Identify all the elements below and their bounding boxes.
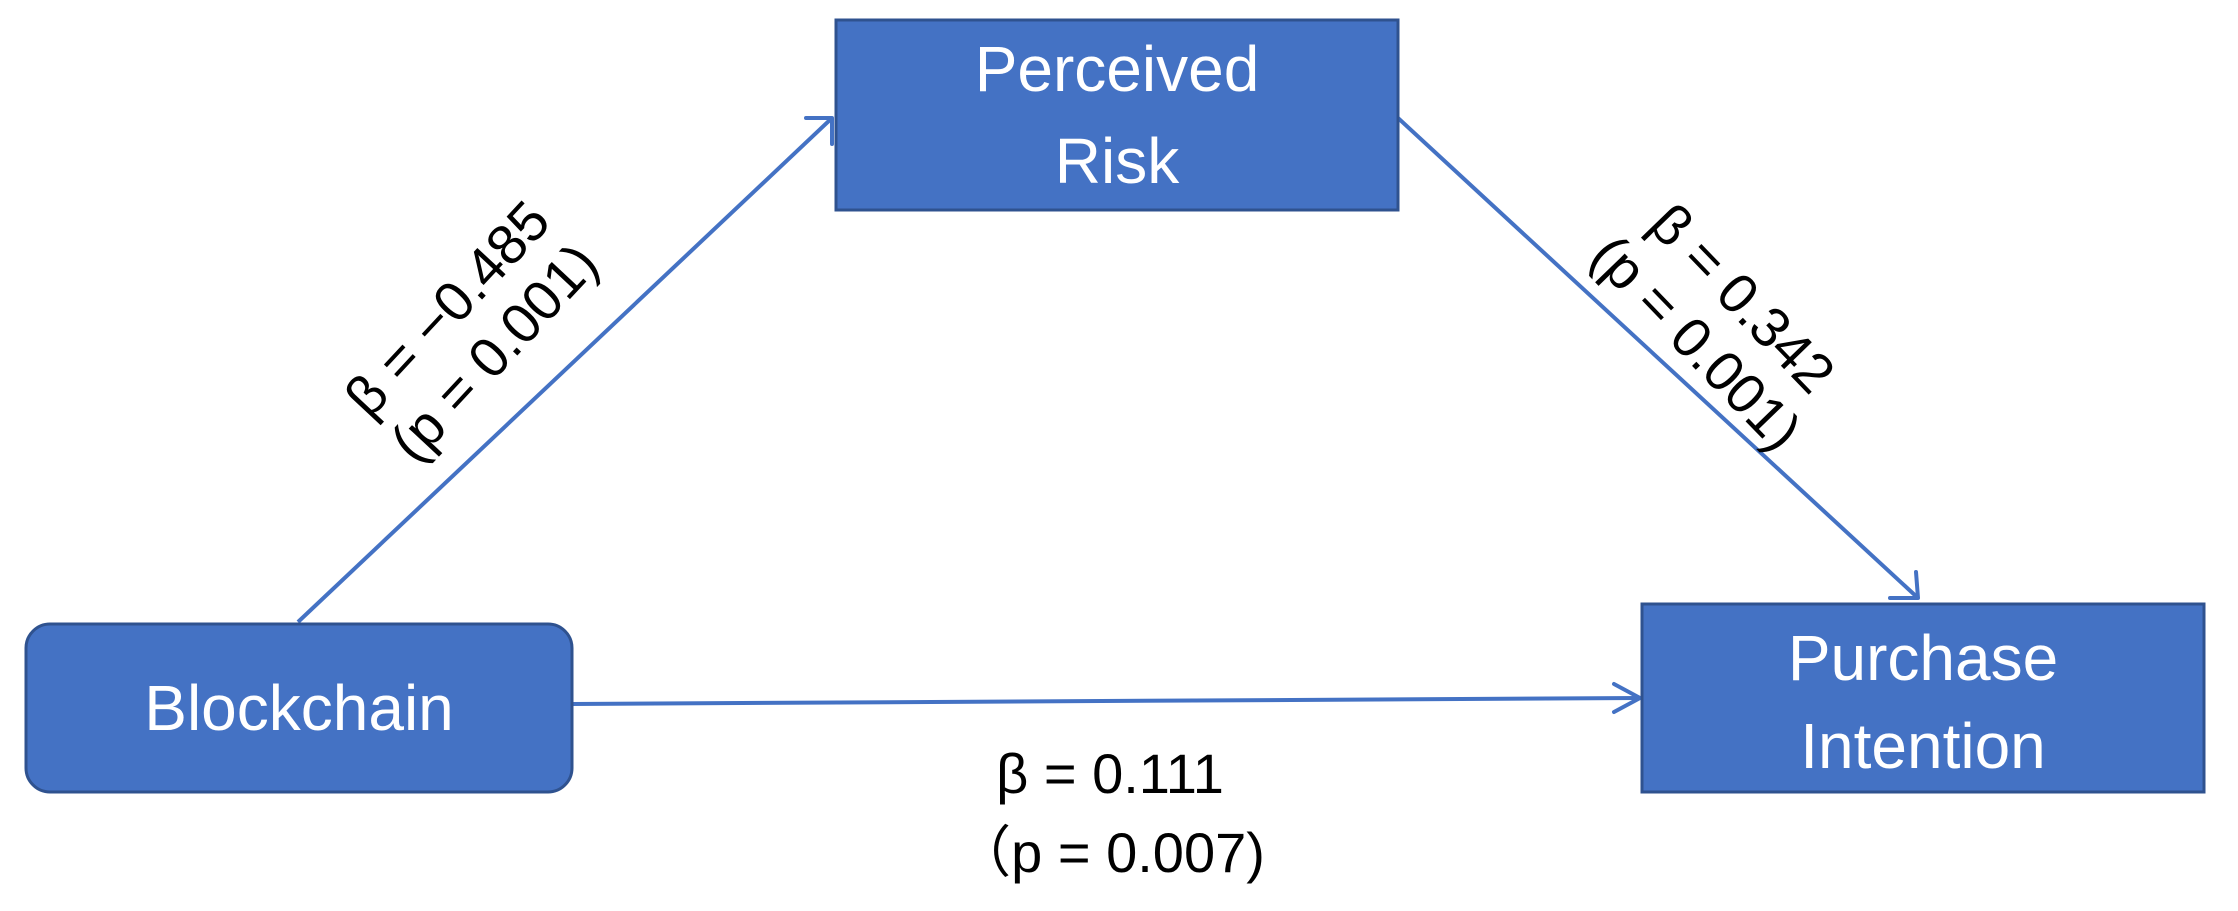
- edge-label-blockchain-to-risk: β = −0.485 (p = 0.001): [332, 189, 609, 474]
- node-purchase-intention: Purchase Intention: [1640, 602, 2206, 794]
- node-perceived-risk-line-2: Risk: [1055, 125, 1180, 197]
- node-purchase-intention-line-1: Purchase: [1788, 622, 2058, 694]
- edge-label-blockchain-to-intention: β = 0.111 （p = 0.007): [955, 742, 1265, 884]
- node-perceived-risk-line-1: Perceived: [975, 33, 1260, 105]
- node-perceived-risk: Perceived Risk: [834, 18, 1400, 212]
- node-blockchain-box: [24, 622, 574, 794]
- edge-line-blockchain-to-intention: [571, 696, 1641, 706]
- node-purchase-intention-box: [1640, 602, 2206, 794]
- node-blockchain: Blockchain: [24, 622, 574, 794]
- edge-label-blockchain-to-intention-p: （p = 0.007): [955, 821, 1265, 884]
- edge-risk-to-intention: [1396, 116, 1920, 600]
- edge-blockchain-to-intention: [571, 682, 1642, 714]
- node-perceived-risk-box: [834, 18, 1400, 212]
- node-blockchain-label: Blockchain: [144, 672, 454, 744]
- arrowhead-risk: [804, 116, 834, 146]
- edge-label-blockchain-to-intention-beta: β = 0.111: [996, 742, 1224, 805]
- edge-blockchain-to-risk: [296, 116, 834, 624]
- node-purchase-intention-line-2: Intention: [1800, 710, 2046, 782]
- edge-line-blockchain-to-risk: [296, 116, 834, 624]
- arrowhead-intention-left: [1612, 682, 1642, 714]
- edge-line-risk-to-intention: [1396, 116, 1920, 600]
- arrowhead-intention-top: [1888, 570, 1920, 600]
- edge-label-risk-to-intention: β = 0.342 (p = 0.001): [1579, 191, 1847, 462]
